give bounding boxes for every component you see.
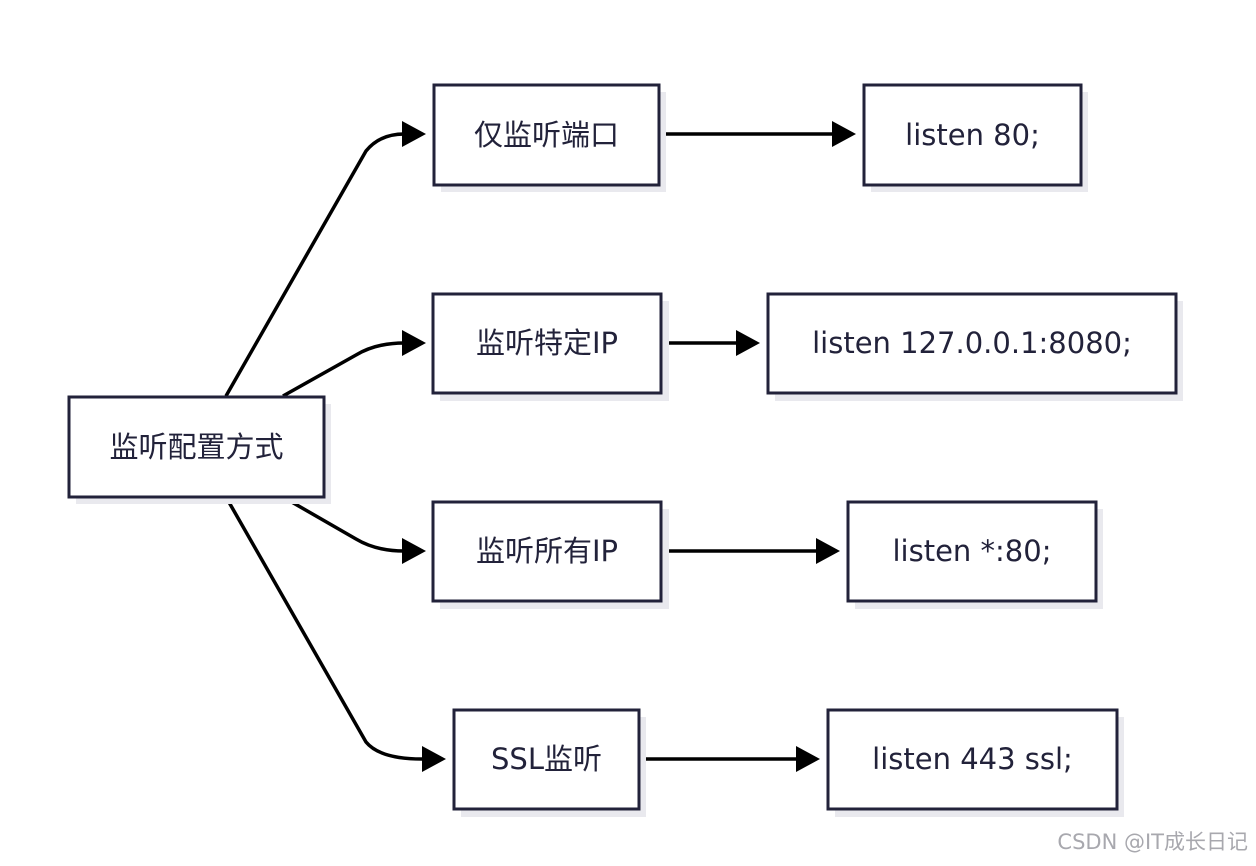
- arrowhead-specific-ip-example: [736, 330, 760, 356]
- method-node-box: [431, 500, 663, 603]
- method-node-all-ip: 监听所有IP: [431, 500, 669, 609]
- method-node-box: [432, 83, 661, 187]
- example-node-box: [826, 708, 1119, 811]
- example-node-all-ip: listen *:80;: [846, 500, 1103, 609]
- arrowhead-specific-ip: [402, 330, 426, 356]
- method-node-ssl: SSL监听: [452, 708, 646, 817]
- edge-root-to-port-only: [224, 132, 405, 397]
- arrowhead-all-ip-example: [816, 538, 840, 564]
- example-node-box: [862, 83, 1083, 187]
- example-label-all-ip: listen *:80;: [893, 534, 1052, 568]
- root-node-box: [67, 395, 326, 499]
- arrowhead-ssl-example: [796, 746, 820, 772]
- arrowhead-port-only: [402, 121, 426, 147]
- method-label-ssl: SSL监听: [491, 742, 602, 776]
- example-node-port-only: listen 80;: [862, 83, 1088, 192]
- method-node-box: [431, 292, 663, 395]
- edge-root-to-all-ip: [282, 495, 405, 553]
- root-node: 监听配置方式: [67, 395, 331, 504]
- edge-root-to-ssl: [224, 496, 423, 761]
- example-node-box: [846, 500, 1098, 603]
- example-node-ssl: listen 443 ssl;: [826, 708, 1124, 817]
- method-label-port-only: 仅监听端口: [474, 118, 619, 152]
- example-node-box: [766, 292, 1178, 395]
- root-edges: [224, 121, 446, 772]
- method-node-specific-ip: 监听特定IP: [431, 292, 669, 401]
- arrowhead-port-only-example: [832, 121, 856, 147]
- example-label-port-only: listen 80;: [905, 118, 1040, 152]
- method-node-port-only: 仅监听端口: [432, 83, 666, 192]
- arrowhead-ssl: [422, 746, 446, 772]
- method-label-all-ip: 监听所有IP: [476, 534, 618, 568]
- root-node-label: 监听配置方式: [109, 430, 283, 464]
- method-label-specific-ip: 监听特定IP: [476, 326, 618, 360]
- example-node-specific-ip: listen 127.0.0.1:8080;: [766, 292, 1183, 401]
- example-label-specific-ip: listen 127.0.0.1:8080;: [812, 326, 1132, 360]
- example-label-ssl: listen 443 ssl;: [872, 742, 1073, 776]
- example-edges: [639, 121, 856, 772]
- edge-root-to-specific-ip: [282, 341, 405, 398]
- method-node-box: [452, 708, 641, 811]
- watermark: CSDN @IT成长日记: [1057, 830, 1248, 854]
- arrowhead-all-ip: [402, 538, 426, 564]
